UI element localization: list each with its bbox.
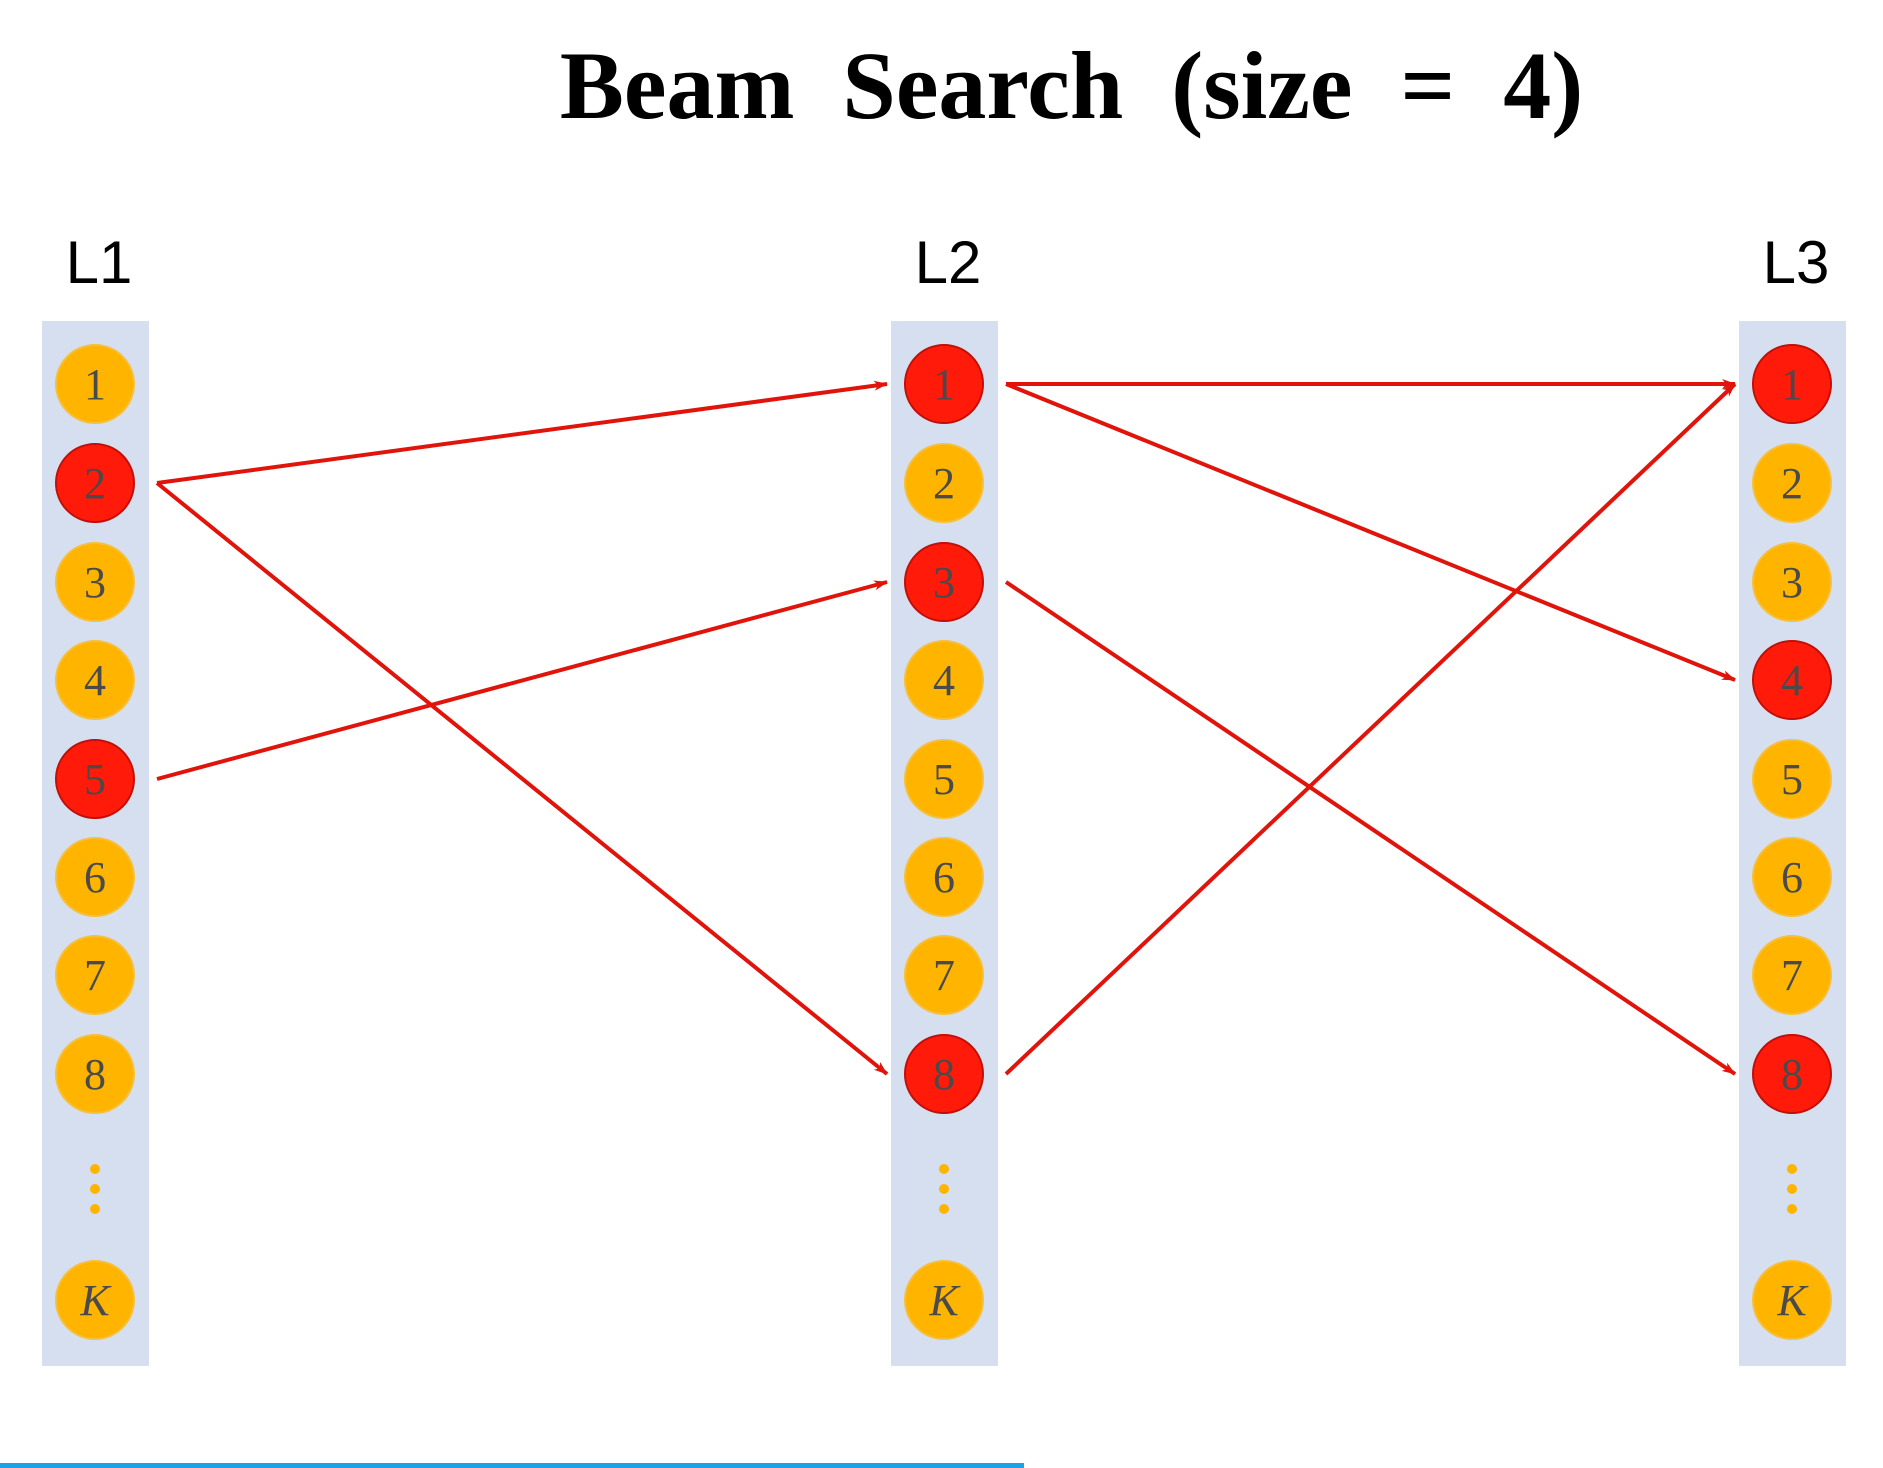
node-label: 7 xyxy=(84,951,106,1000)
node-label: 5 xyxy=(84,755,106,804)
progress-bar xyxy=(0,1463,1024,1468)
node: 4 xyxy=(904,640,984,720)
node-label: 4 xyxy=(933,656,955,705)
node-label: 8 xyxy=(84,1050,106,1099)
node-label: 7 xyxy=(933,951,955,1000)
ellipsis-icon xyxy=(1787,1164,1797,1214)
node-label: 6 xyxy=(1781,853,1803,902)
node-label: 2 xyxy=(1781,459,1803,508)
ellipsis-icon xyxy=(939,1164,949,1214)
node: 7 xyxy=(55,935,135,1015)
node-label: K xyxy=(928,1276,961,1325)
node-label: 6 xyxy=(84,853,106,902)
node-label: 5 xyxy=(1781,755,1803,804)
node-label: 8 xyxy=(933,1050,955,1099)
node-label: 6 xyxy=(933,853,955,902)
node: K xyxy=(1752,1260,1832,1340)
selected-node: 8 xyxy=(904,1034,984,1114)
selected-node: 3 xyxy=(904,542,984,622)
selected-node: 1 xyxy=(1752,344,1832,424)
selected-node: 5 xyxy=(55,739,135,819)
ellipsis-icon xyxy=(90,1164,100,1214)
node: 3 xyxy=(55,542,135,622)
node-label: 4 xyxy=(1781,656,1803,705)
node: K xyxy=(55,1260,135,1340)
beam-edge xyxy=(1004,382,1737,1076)
node-label: 4 xyxy=(84,656,106,705)
layer-label: L1 xyxy=(66,229,133,296)
node: 7 xyxy=(904,935,984,1015)
beam-edge xyxy=(156,380,888,485)
node-label: 3 xyxy=(933,558,955,607)
node-label: 8 xyxy=(1781,1050,1803,1099)
node: 4 xyxy=(55,640,135,720)
diagram-title: Beam Search (size = 4) xyxy=(559,32,1584,139)
node: 7 xyxy=(1752,935,1832,1015)
node-label: 3 xyxy=(1781,558,1803,607)
selected-node: 8 xyxy=(1752,1034,1832,1114)
node-label: 7 xyxy=(1781,951,1803,1000)
node-label: 5 xyxy=(933,755,955,804)
node: 6 xyxy=(904,837,984,917)
selected-node: 1 xyxy=(904,344,984,424)
node-label: 2 xyxy=(933,459,955,508)
node: 5 xyxy=(904,739,984,819)
node-label: 1 xyxy=(84,360,106,409)
node-label: 1 xyxy=(933,360,955,409)
node-label: 2 xyxy=(84,459,106,508)
node-label: 3 xyxy=(84,558,106,607)
beam-edge xyxy=(156,580,888,781)
node: 1 xyxy=(55,344,135,424)
node-label: K xyxy=(79,1276,112,1325)
node: 8 xyxy=(55,1034,135,1114)
beam-edge xyxy=(155,481,889,1076)
node: 2 xyxy=(1752,443,1832,523)
node-label: 1 xyxy=(1781,360,1803,409)
node: 6 xyxy=(55,837,135,917)
selected-node: 4 xyxy=(1752,640,1832,720)
node: 5 xyxy=(1752,739,1832,819)
node: 3 xyxy=(1752,542,1832,622)
layer-label: L3 xyxy=(1763,229,1830,296)
beam-edge xyxy=(1005,382,1736,682)
node: 2 xyxy=(904,443,984,523)
layer-label: L2 xyxy=(915,229,982,296)
node: K xyxy=(904,1260,984,1340)
node-label: K xyxy=(1776,1276,1809,1325)
beam-edge xyxy=(1004,580,1737,1076)
selected-node: 2 xyxy=(55,443,135,523)
node: 6 xyxy=(1752,837,1832,917)
